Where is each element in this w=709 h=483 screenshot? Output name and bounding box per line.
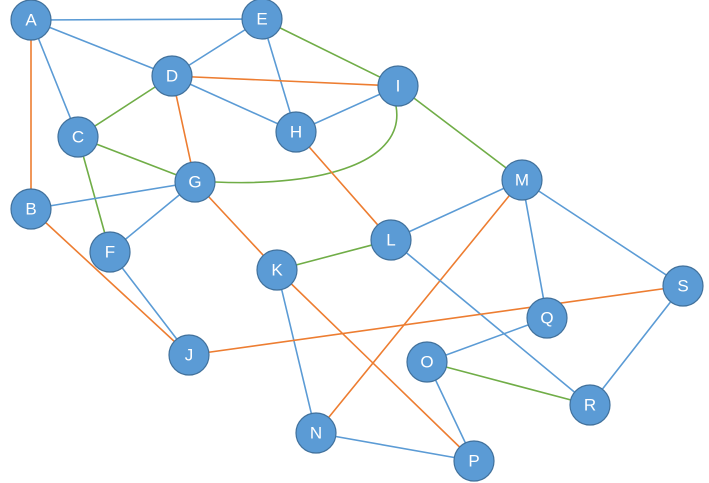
edge-e-i [261,18,399,87]
node-q: Q [526,297,568,339]
node-label: O [420,353,433,372]
node-label: S [677,277,688,296]
node-label: R [584,396,596,415]
edge-a-c [30,19,79,138]
edge-m-s [521,179,684,287]
edge-l-r [390,239,591,406]
edge-k-p [276,269,475,462]
node-circle [275,111,317,153]
node-circle [526,297,568,339]
node-label: A [25,11,37,30]
node-label: D [166,67,178,86]
node-m: M [501,159,543,201]
node-label: E [256,10,267,29]
node-j: J [168,334,210,376]
node-d: D [151,55,193,97]
edge-s-j [188,285,684,356]
node-circle [295,412,337,454]
node-circle [10,188,52,230]
node-o: O [406,341,448,383]
node-i: I [377,65,419,107]
edge-o-r [426,361,591,406]
edge-m-n [315,179,523,434]
edge-q-o [426,317,548,363]
node-n: N [295,412,337,454]
edge-b-j [30,208,190,356]
node-a: A [10,0,52,41]
node-label: K [271,261,283,280]
edge-d-i [171,75,399,87]
edge-a-e [30,18,263,21]
node-circle [151,55,193,97]
edge-m-q [521,179,548,319]
edge-i-m [397,85,523,181]
nodes-layer: A E D I C H G M B F L K S Q J O R N P [10,0,704,482]
node-label: B [25,200,36,219]
node-label: N [310,424,322,443]
node-circle [241,0,283,40]
node-s: S [662,265,704,307]
edge-s-r [589,285,684,406]
node-circle [569,384,611,426]
edge-k-n [276,269,317,434]
node-circle [406,341,448,383]
node-l: L [370,219,412,261]
node-label: M [515,171,529,190]
node-circle [168,334,210,376]
edge-c-g [77,136,196,183]
node-circle [662,265,704,307]
node-circle [501,159,543,201]
node-label: Q [540,309,553,328]
node-b: B [10,188,52,230]
node-r: R [569,384,611,426]
node-label: L [386,231,395,250]
node-label: C [72,128,84,147]
node-label: H [290,123,302,142]
edge-d-h [171,75,297,133]
edge-n-p [315,432,475,462]
node-circle [174,161,216,203]
node-label: F [105,243,115,262]
node-label: I [396,77,401,96]
node-p: P [453,440,495,482]
node-circle [256,249,298,291]
node-label: P [468,452,479,471]
node-label: J [185,346,194,365]
node-circle [453,440,495,482]
node-circle [10,0,52,41]
edge-f-j [109,251,190,356]
node-circle [89,231,131,273]
edge-i-g [214,105,398,184]
node-e: E [241,0,283,40]
edge-h-l [295,131,392,241]
node-h: H [275,111,317,153]
node-g: G [174,161,216,203]
edge-m-l [390,179,523,241]
node-k: K [256,249,298,291]
node-circle [377,65,419,107]
node-label: G [188,173,201,192]
node-f: F [89,231,131,273]
node-circle [57,116,99,158]
edge-g-b [30,181,196,210]
edge-a-d [30,19,173,77]
node-c: C [57,116,99,158]
node-circle [370,219,412,261]
